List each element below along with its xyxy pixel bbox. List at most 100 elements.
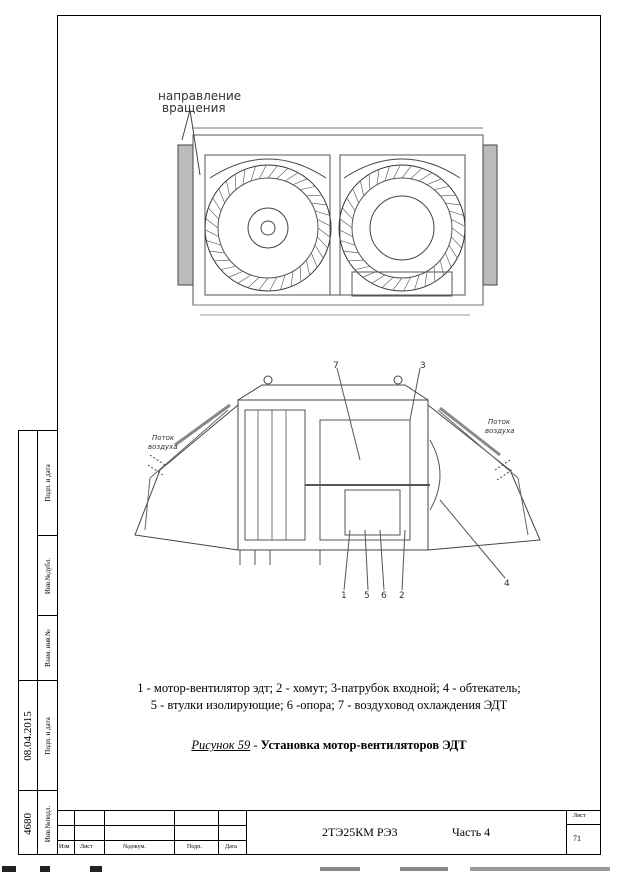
stamp-row-line (57, 840, 247, 841)
fan-blade (292, 178, 308, 186)
figure-title: Установка мотор-вентиляторов ЭДТ (260, 738, 467, 752)
side-cell-dup-inv: Инв.№дубл. (38, 536, 57, 616)
callout-label: 3 (420, 361, 426, 371)
stamp-header-list: Лист (80, 844, 93, 850)
fan-blade (220, 265, 236, 271)
figure-number: Рисунок 59 (191, 738, 251, 752)
fan-blades (204, 164, 466, 292)
fan-blade (401, 165, 412, 179)
fan-blade (205, 218, 219, 229)
fan-blade (340, 240, 356, 246)
stamp-row-line (567, 824, 601, 825)
stamp-col-doc (105, 810, 175, 855)
fan-blade (204, 229, 219, 237)
fan-blade (206, 240, 222, 246)
fan-blade (212, 197, 222, 212)
fan-blade (314, 244, 324, 259)
callout-label: 6 (381, 591, 387, 601)
fan-blade (299, 266, 302, 282)
side-cell-replace-inv: Взам. инв.№ (38, 616, 57, 681)
airflow-right-label-2: воздуха (485, 427, 515, 435)
stamp-col-sign (175, 810, 219, 855)
fan-blade (439, 260, 445, 276)
fan-blade (280, 274, 286, 290)
rotation-direction-label-2: вращения (162, 101, 226, 115)
fan-blade (393, 164, 401, 179)
fan-blade (445, 202, 461, 206)
stamp-col-izm (57, 810, 75, 855)
stamp-header-izm: Изм (59, 844, 70, 850)
fan-blade (403, 277, 411, 292)
fan-blade (218, 188, 226, 204)
fan-blade (234, 174, 237, 190)
rotation-direction-label-1: направление (158, 89, 241, 103)
fan-blade (434, 185, 450, 191)
fan-blade (359, 180, 365, 196)
stamp-header-sign: Подп. (187, 844, 202, 850)
fan-blade (381, 276, 394, 288)
fan-blade (225, 180, 231, 196)
fan-blade (440, 194, 456, 197)
fan-blade (352, 188, 360, 204)
fan-blade (267, 165, 278, 179)
fan-blade (448, 244, 458, 259)
document-designation: 2ТЭ25КМ РЭ3 (322, 825, 398, 839)
stamp-header-doc: №докум. (123, 844, 146, 850)
fan-blade (392, 277, 403, 291)
fan-blade (237, 274, 252, 284)
fan-blade (290, 271, 294, 287)
fan-blade (310, 252, 318, 268)
fan-blade (410, 168, 423, 180)
side-value-cell-date: 08.04.2015 (19, 681, 37, 791)
airflow-right-label-1: Поток (488, 418, 511, 426)
fan-blade (242, 169, 246, 185)
legend-line-2: 5 - втулки изолирующие; 6 -опора; 7 - во… (150, 698, 508, 712)
stamp-col-date (219, 810, 247, 855)
fan-blade (228, 270, 244, 278)
fan-blade (424, 271, 428, 287)
fan-blade (451, 227, 465, 238)
fan-blade (276, 168, 289, 180)
fan-blade (433, 266, 436, 282)
fan-blade (450, 236, 462, 249)
figure-separator: - (250, 738, 261, 752)
sheet-number: 71 (573, 834, 581, 843)
document-part: Часть 4 (452, 825, 491, 839)
fan-blade (317, 219, 332, 227)
callout-label: 4 (504, 579, 510, 589)
side-value-cell (19, 431, 37, 681)
fan-blade (414, 274, 420, 290)
scan-noise (2, 866, 610, 872)
fan-blade (371, 274, 386, 284)
fan-blade (368, 174, 371, 190)
callout-label: 1 (341, 591, 347, 601)
sheet-label: Лист (573, 813, 586, 819)
fan-blade (208, 207, 220, 220)
stamp-col-main (247, 810, 567, 855)
page-frame (57, 15, 601, 855)
side-stamp-column: Подп. и дата Инв.№дубл. Взам. инв.№ Подп… (37, 430, 57, 855)
fan-blade (354, 265, 370, 271)
legend-line-1: 1 - мотор-вентилятор эдт; 2 - хомут; 3-п… (137, 681, 521, 695)
fan-blade (343, 250, 359, 254)
fan-blade (247, 276, 260, 288)
fan-blade (258, 277, 269, 291)
fan-blade (250, 166, 256, 182)
fan-blade (451, 219, 466, 227)
fan-blade (418, 172, 433, 182)
fan-blade (214, 259, 230, 262)
callout-label: 7 (333, 361, 339, 371)
airflow-left-label-2: воздуха (148, 443, 178, 451)
fan-blade (269, 277, 277, 292)
stamp-col-list (75, 810, 105, 855)
fan-blade (317, 227, 331, 238)
fan-blade (316, 236, 328, 249)
fan-blade (338, 229, 353, 237)
fan-blade (284, 172, 299, 182)
figure-caption: Рисунок 59 - Установка мотор-вентиляторо… (57, 738, 601, 753)
side-values-column: 08.04.2015 4680 (18, 430, 37, 855)
stamp-row-line (57, 825, 247, 826)
fan-blade (444, 252, 452, 268)
fan-blade (314, 210, 330, 216)
fan-blade (306, 194, 322, 197)
